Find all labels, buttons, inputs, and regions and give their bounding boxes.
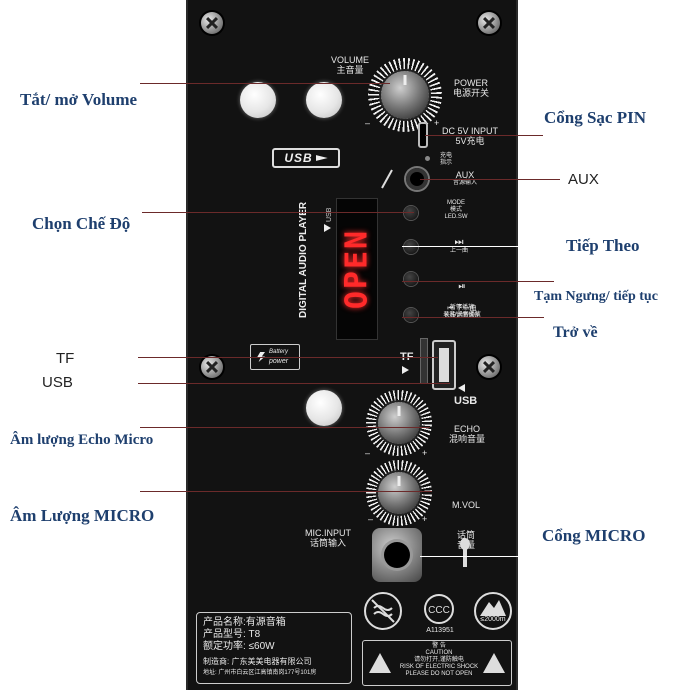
altitude-label: ≤2000m (480, 616, 506, 623)
mode-button[interactable] (404, 206, 418, 220)
mvol-minus-label: – (368, 514, 374, 524)
charge-indicator-label: 充电 指示 (439, 153, 452, 166)
shock-warning-icon (483, 653, 505, 673)
callout-next: Tiếp Theo (566, 236, 640, 255)
volume-label: VOLUME 主音量 (330, 55, 369, 75)
usb-port[interactable] (432, 340, 456, 390)
led-display: OPEN (336, 198, 378, 340)
usb-port-label: USB (454, 395, 478, 407)
echo-plus-label: + (422, 448, 428, 458)
power-label: POWER 电源开关 (452, 78, 489, 98)
callout-mic-volume: Âm Lượng MICRO (10, 506, 155, 525)
indicator-light (240, 82, 276, 118)
callout-line (140, 491, 432, 492)
altitude-icon: ≤2000m (474, 592, 512, 630)
prev-label: ⏮ 下一曲 长按话筒优先 (443, 305, 480, 319)
echo-label: ECHO 混响音量 (448, 424, 485, 444)
arrow-icon (315, 155, 328, 161)
screw-icon (478, 12, 500, 34)
indicator-light (306, 390, 342, 426)
callout-line (420, 556, 550, 557)
player-label: DIGITAL AUDIO PLAYER (298, 201, 309, 318)
play-arrow-icon (324, 224, 331, 232)
caution-box: 警 告 CAUTION 请勿打开,谨防触电 RISK OF ELECTRIC S… (362, 640, 512, 686)
caution-text: 警 告 CAUTION 请勿打开,谨防触电 RISK OF ELECTRIC S… (399, 643, 479, 677)
charge-indicator-light (425, 156, 430, 161)
info-line: 产品型号: T8 (203, 629, 261, 640)
callout-tf: TF (56, 350, 75, 367)
callout-volume: Tắt/ mở Volume (20, 90, 138, 109)
usb-arrow-icon (458, 384, 465, 392)
microphone-icon (458, 538, 472, 568)
prev-button[interactable] (404, 308, 418, 322)
display-digits: OPEN (339, 228, 375, 310)
next-icon: ⏭ (454, 237, 464, 248)
callout-usb: USB (42, 374, 73, 391)
aux-cable-icon (380, 168, 394, 190)
volume-knob[interactable] (368, 58, 442, 132)
callout-line (138, 357, 438, 358)
info-line: 产品名称:有源音箱 (203, 617, 286, 628)
next-label: ⏭ 上一曲 (444, 238, 474, 255)
callout-line (420, 179, 560, 180)
callout-line (425, 135, 543, 136)
product-info-box: 产品名称:有源音箱 产品型号: T8 额定功率: ≤60W 制造商: 广东美美电… (196, 612, 352, 684)
player-usb-label: USB (326, 207, 333, 222)
pause-button[interactable] (404, 272, 418, 286)
screw-icon (201, 356, 223, 378)
usb-logo: USB (272, 148, 340, 168)
callout-line (140, 427, 430, 428)
callout-line (140, 83, 390, 84)
prev-icon: ⏮ (447, 305, 454, 312)
echo-minus-label: – (365, 448, 371, 458)
cert-code: A113951 (426, 627, 454, 634)
screw-icon (201, 12, 223, 34)
callout-aux: AUX (568, 171, 599, 188)
screw-icon (478, 356, 500, 378)
ccc-icon: CCC (420, 592, 458, 630)
mic-volume-knob[interactable] (366, 460, 432, 526)
callout-charge-port: Cổng Sạc PIN (544, 108, 647, 127)
usb-logo-text: USB (284, 151, 313, 165)
info-line: 制造商: 广东美美电器有限公司 (203, 657, 312, 666)
no-water-icon (364, 592, 402, 630)
callout-line (402, 246, 552, 247)
warning-icon (369, 653, 391, 673)
tf-card-slot[interactable] (420, 338, 428, 384)
indicator-light (306, 82, 342, 118)
callout-line (142, 212, 414, 213)
amplifier-panel: VOLUME 主音量 POWER 电源开关 – + USB DC 5V INPU… (186, 0, 518, 690)
callout-line (138, 383, 450, 384)
play-pause-icon: ⏯ (458, 281, 466, 291)
callout-echo: Âm lượng Echo Micro (10, 432, 154, 448)
callout-mic-port: Cổng MICRO (542, 526, 646, 545)
mic-jack[interactable] (372, 528, 422, 582)
next-button[interactable] (404, 240, 418, 254)
info-line: 额定功率: ≤60W (203, 641, 275, 652)
echo-knob[interactable] (366, 390, 432, 456)
info-line: 地址: 广州市白云区江高镇南岗177号101房 (203, 670, 317, 676)
aux-label: AUX 音源输入 (452, 170, 477, 186)
tf-arrow-icon (402, 366, 409, 374)
callout-prev: Trở về (553, 324, 598, 341)
battery-top-text: Battery (269, 349, 289, 355)
mvol-plus-label: + (422, 514, 428, 524)
volume-minus-label: – (365, 118, 371, 128)
callout-line (402, 317, 544, 318)
pause-label: ⏯ 暂停播放 录音/录音播放 (440, 268, 484, 333)
mode-label: MODE 模式 LED.SW (444, 200, 468, 220)
svg-text:CCC: CCC (428, 605, 450, 616)
callout-mode: Chọn Chế Độ (32, 214, 131, 233)
dc-input-label: DC 5V INPUT 5V充电 (441, 126, 498, 146)
callout-line (402, 281, 554, 282)
volume-plus-label: + (434, 118, 440, 128)
battery-bottom-text: power (269, 358, 289, 365)
mic-input-label: MIC.INPUT 话筒输入 (305, 528, 351, 548)
aux-jack[interactable] (406, 168, 428, 190)
callout-pause: Tạm Ngưng/ tiếp tục (534, 289, 658, 304)
